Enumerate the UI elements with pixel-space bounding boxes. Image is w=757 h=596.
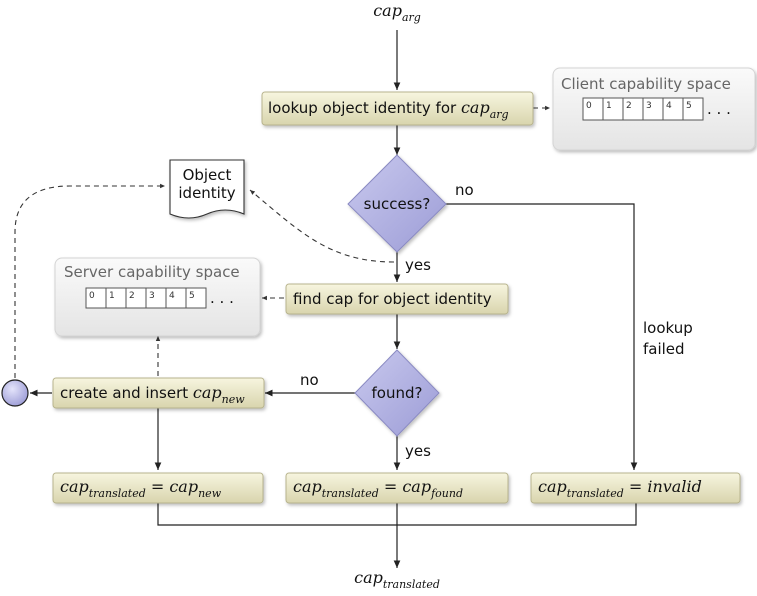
svg-text:Object: Object bbox=[183, 166, 232, 184]
success-no-label: no bbox=[455, 181, 474, 199]
svg-text:5: 5 bbox=[189, 291, 195, 301]
svg-text:1: 1 bbox=[109, 291, 115, 301]
found-yes-label: yes bbox=[405, 442, 431, 460]
success-decision: success? bbox=[347, 154, 447, 253]
svg-text:2: 2 bbox=[626, 101, 632, 111]
found-no-label: no bbox=[300, 371, 319, 389]
edge-success-no bbox=[446, 203, 638, 470]
svg-text:captranslated = capnew: captranslated = capnew bbox=[60, 477, 222, 500]
server-capability-space: Server capability space 0 1 2 3 4 5 . . … bbox=[54, 257, 261, 337]
identity-store-node bbox=[1, 379, 29, 407]
svg-text:success?: success? bbox=[364, 195, 431, 213]
object-identity-document: Object identity bbox=[169, 159, 245, 219]
server-cell-array: 0 1 2 3 4 5 . . . bbox=[85, 287, 234, 309]
result-new-box: captranslated = capnew bbox=[52, 472, 264, 504]
svg-text:Server capability space: Server capability space bbox=[64, 263, 240, 281]
svg-text:found?: found? bbox=[372, 384, 423, 402]
svg-text:0: 0 bbox=[89, 291, 95, 301]
svg-text:3: 3 bbox=[646, 101, 652, 111]
svg-text:4: 4 bbox=[169, 291, 175, 301]
dashed-circle-to-identity bbox=[14, 183, 165, 378]
result-found-box: captranslated = capfound bbox=[285, 472, 509, 504]
success-yes-label: yes bbox=[405, 256, 431, 274]
output-label: captranslated bbox=[354, 568, 440, 591]
dashed-connectors bbox=[14, 105, 550, 378]
svg-text:2: 2 bbox=[129, 291, 135, 301]
input-label: caparg bbox=[373, 1, 421, 24]
dashed-success-to-identity bbox=[249, 189, 395, 263]
svg-text:1: 1 bbox=[606, 101, 612, 111]
client-capability-space: Client capability space 0 1 2 3 4 5 . . … bbox=[552, 67, 756, 151]
svg-text:5: 5 bbox=[686, 101, 692, 111]
lookup-box: lookup object identity for caparg bbox=[261, 91, 534, 126]
svg-text:0: 0 bbox=[586, 101, 592, 111]
svg-text:find cap for object identity: find cap for object identity bbox=[293, 290, 492, 308]
create-box: create and insert capnew bbox=[52, 377, 265, 409]
connectors bbox=[30, 30, 638, 568]
found-decision: found? bbox=[354, 349, 440, 437]
svg-text:identity: identity bbox=[178, 184, 235, 202]
svg-text:4: 4 bbox=[666, 101, 672, 111]
lookup-failed-label-line2: failed bbox=[643, 340, 685, 358]
svg-text:captranslated = invalid: captranslated = invalid bbox=[538, 477, 702, 500]
lookup-failed-label-line1: lookup bbox=[643, 319, 693, 337]
find-box: find cap for object identity bbox=[285, 283, 509, 315]
result-invalid-box: captranslated = invalid bbox=[530, 472, 741, 504]
svg-text:create and insert capnew: create and insert capnew bbox=[60, 383, 245, 406]
svg-text:. . .: . . . bbox=[707, 100, 731, 118]
svg-text:Client capability space: Client capability space bbox=[561, 75, 731, 93]
svg-text:. . .: . . . bbox=[210, 289, 234, 307]
svg-text:captranslated = capfound: captranslated = capfound bbox=[293, 477, 463, 500]
svg-text:3: 3 bbox=[149, 291, 155, 301]
client-cell-array: 0 1 2 3 4 5 . . . bbox=[582, 97, 731, 121]
svg-text:lookup object identity for cap: lookup object identity for caparg bbox=[268, 98, 509, 121]
